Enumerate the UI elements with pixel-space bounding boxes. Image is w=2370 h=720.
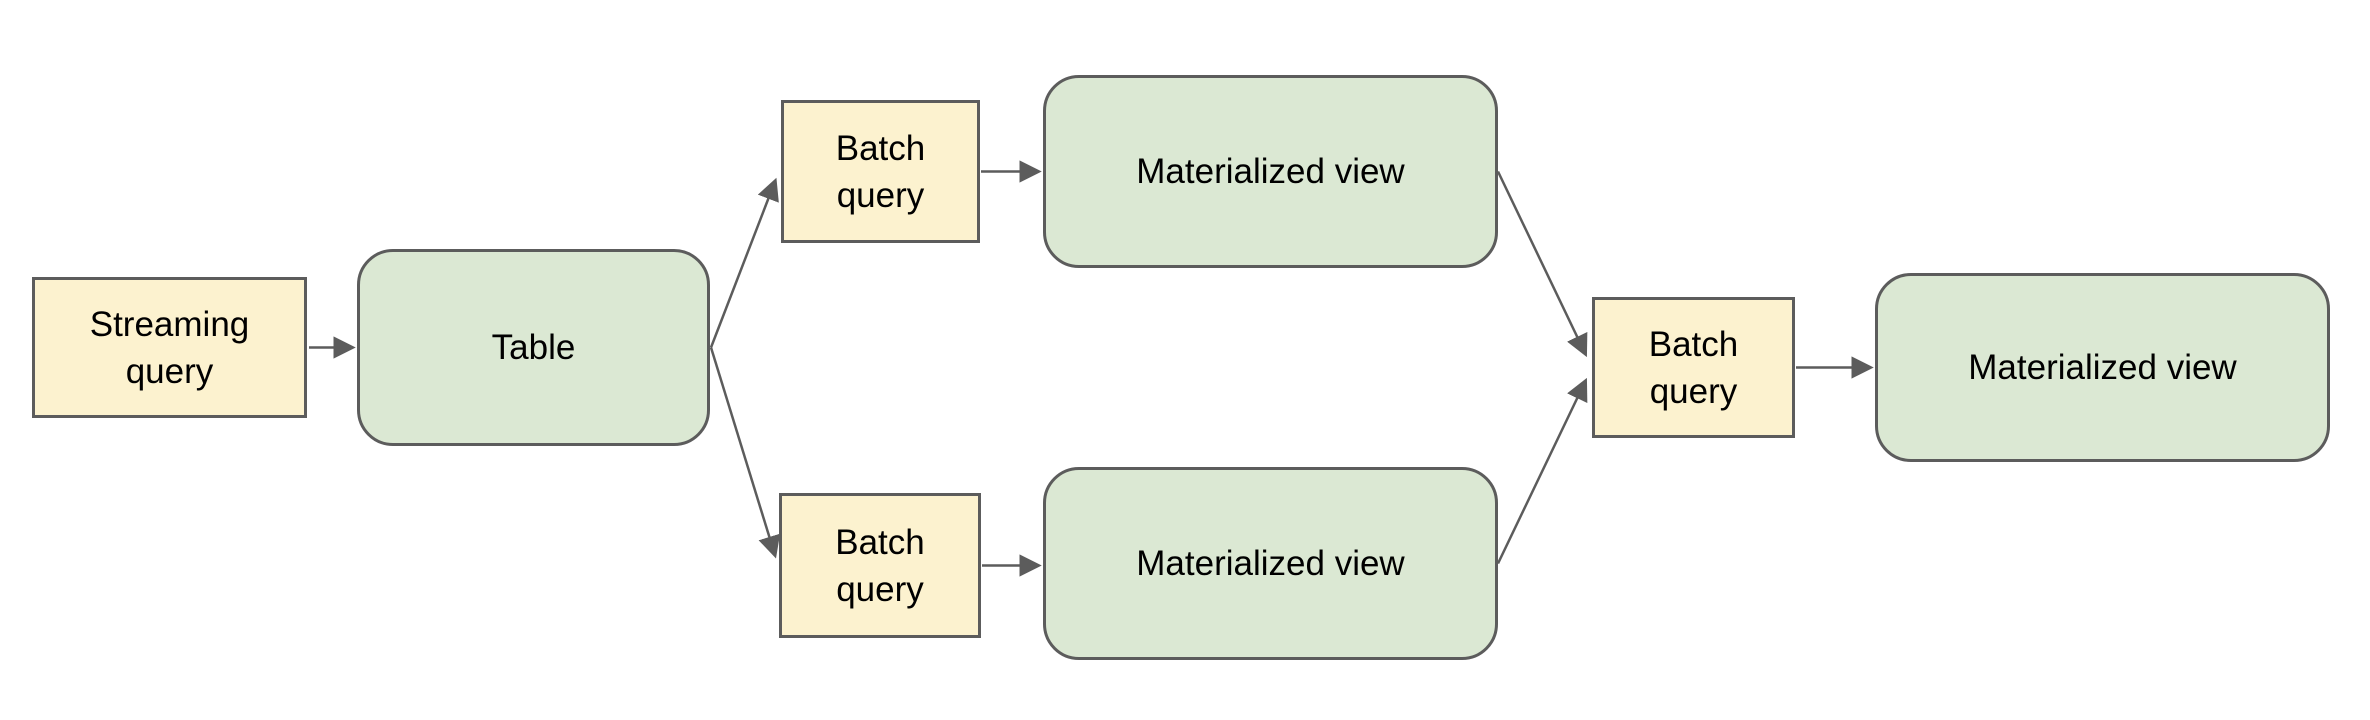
- node-materialized-view-bottom: Materialized view: [1043, 467, 1498, 660]
- edge-table-to-batch-query-top: [709, 177, 779, 348]
- edge-materialized-view-bottom-to-batch-query-merge: [1496, 377, 1588, 565]
- node-streaming-query: Streaming query: [32, 277, 307, 418]
- node-batch-query-top: Batch query: [781, 100, 980, 243]
- edge-table-to-batch-query-bottom: [709, 347, 781, 559]
- node-materialized-view-final-label: Materialized view: [1968, 348, 2237, 387]
- node-table: Table: [357, 249, 710, 446]
- node-batch-query-merge: Batch query: [1592, 297, 1795, 438]
- edge-materialized-view-top-to-batch-query-merge: [1496, 170, 1588, 358]
- node-batch-query-top-label: Batch query: [835, 128, 926, 215]
- node-batch-query-merge-label: Batch query: [1648, 324, 1739, 411]
- node-batch-query-bottom-label: Batch query: [835, 522, 925, 609]
- node-materialized-view-top: Materialized view: [1043, 75, 1498, 268]
- node-batch-query-bottom: Batch query: [779, 493, 981, 638]
- node-materialized-view-top-label: Materialized view: [1136, 152, 1405, 191]
- node-streaming-query-label: Streaming query: [89, 304, 250, 391]
- node-materialized-view-final: Materialized view: [1875, 273, 2330, 462]
- node-materialized-view-bottom-label: Materialized view: [1136, 544, 1405, 583]
- node-table-label: Table: [491, 328, 576, 367]
